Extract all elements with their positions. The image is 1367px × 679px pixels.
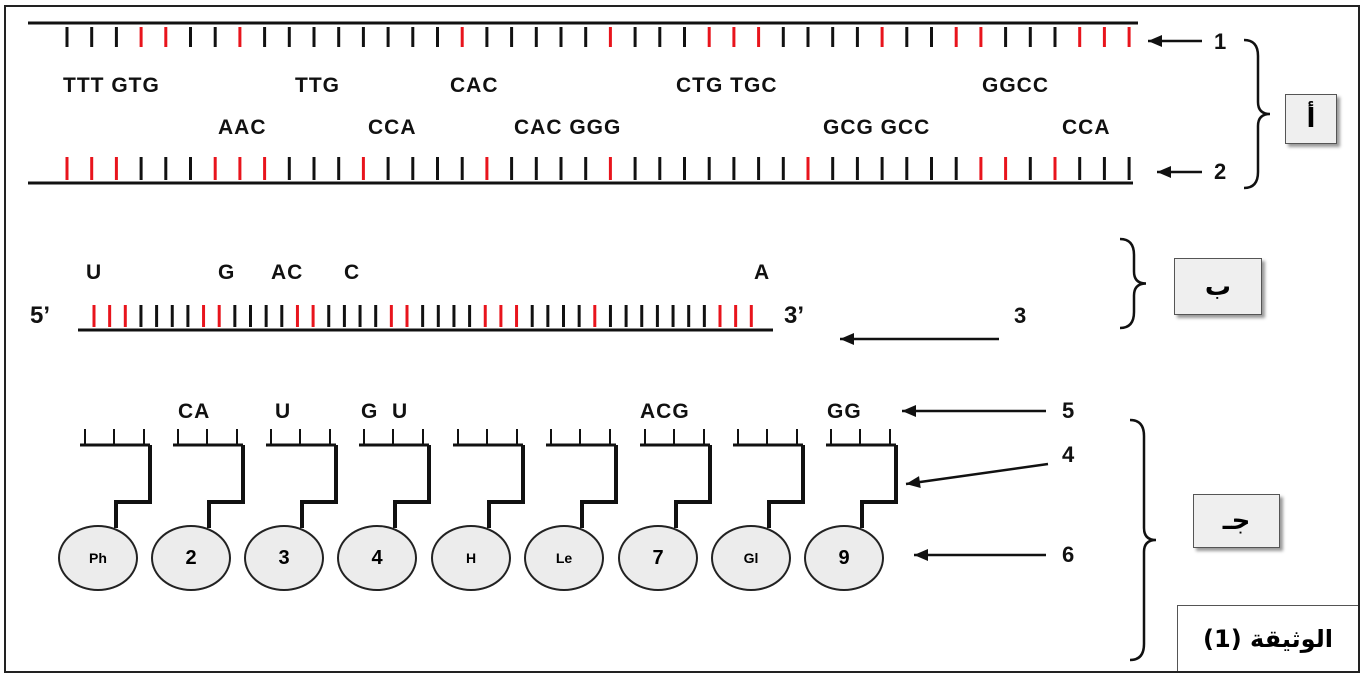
strand3-bases: C bbox=[344, 261, 361, 284]
five-prime-end: 5’ bbox=[30, 302, 51, 329]
strand1-arrow-head bbox=[1148, 35, 1162, 47]
anticodon: ACG bbox=[640, 400, 690, 423]
amino-acid-circle: H bbox=[431, 525, 511, 591]
amino-acid-label: H bbox=[465, 550, 477, 566]
strand2-number: 2 bbox=[1214, 159, 1227, 184]
amino-acid-label: Gl bbox=[743, 550, 759, 566]
amino-acid-circle: Gl bbox=[711, 525, 791, 591]
strand2-bases: AAC bbox=[218, 116, 267, 139]
trna-arrow-shaft bbox=[905, 462, 1049, 486]
trna-arrow-head bbox=[906, 476, 921, 488]
trna-stem bbox=[767, 445, 805, 528]
strand1-bases: TTT GTG bbox=[63, 74, 160, 97]
part-c-label: جـ bbox=[1193, 494, 1280, 548]
document-label: الوثيقة (1) bbox=[1177, 605, 1358, 671]
amino-acid-circle: 2 bbox=[151, 525, 231, 591]
strand3-bases: AC bbox=[271, 261, 304, 284]
trna-stem bbox=[207, 445, 245, 528]
trna-stem bbox=[674, 445, 712, 528]
amino-acid-number: 6 bbox=[1062, 542, 1075, 567]
trna-number: 4 bbox=[1062, 442, 1075, 467]
trna-stem bbox=[114, 445, 152, 528]
figure-frame bbox=[4, 5, 1360, 673]
strand3-bases: U bbox=[86, 261, 103, 284]
strand1-bases: CTG TGC bbox=[676, 74, 778, 97]
strand3-number: 3 bbox=[1014, 303, 1027, 328]
part-b-brace bbox=[1119, 237, 1147, 330]
anticodon: G U bbox=[361, 400, 409, 423]
amino-acid-circle: 9 bbox=[804, 525, 884, 591]
strand2-bases: GCG GCC bbox=[823, 116, 931, 139]
trna-stem bbox=[487, 445, 525, 528]
part-b-label: ب bbox=[1174, 258, 1262, 315]
amino-acid-label: 7 bbox=[652, 546, 664, 569]
amino-acid-label: 9 bbox=[838, 546, 850, 569]
trna-stem bbox=[393, 445, 431, 528]
strand3-arrow-head bbox=[840, 333, 854, 345]
amino-acid-circle: 7 bbox=[618, 525, 698, 591]
trna-stem bbox=[580, 445, 618, 528]
part-a-brace bbox=[1243, 38, 1271, 190]
amino-acid-label: Le bbox=[555, 550, 573, 566]
part-a-label: أ bbox=[1285, 94, 1337, 144]
strand1-number: 1 bbox=[1214, 29, 1227, 54]
amino-acid-circle: 3 bbox=[244, 525, 324, 591]
strand2-bases: CCA bbox=[1062, 116, 1111, 139]
strand3-bases: A bbox=[754, 261, 771, 284]
strand2-bases: CCA bbox=[368, 116, 417, 139]
amino-acid-label: Ph bbox=[89, 550, 107, 566]
trna-stem bbox=[300, 445, 338, 528]
three-prime-end: 3’ bbox=[784, 302, 805, 329]
strand3-bases: G bbox=[218, 261, 236, 284]
amino-acid-circle: 4 bbox=[337, 525, 417, 591]
anticodon-number: 5 bbox=[1062, 398, 1075, 423]
strand2-bases: CAC GGG bbox=[514, 116, 622, 139]
strand1-bases: GGCC bbox=[982, 74, 1049, 97]
amino-acid-arrow-head bbox=[914, 549, 928, 561]
amino-acid-label: 3 bbox=[278, 546, 290, 569]
part-c-brace bbox=[1129, 418, 1157, 662]
amino-acid-label: 4 bbox=[371, 546, 383, 569]
anticodon: GG bbox=[827, 400, 862, 423]
amino-acid-circle: Ph bbox=[58, 525, 138, 591]
strand1-bases: CAC bbox=[450, 74, 499, 97]
anticodon: U bbox=[275, 400, 292, 423]
amino-acid-circle: Le bbox=[524, 525, 604, 591]
anticodon-arrow-head bbox=[902, 405, 916, 417]
trna-stem bbox=[860, 445, 898, 528]
strand1-bases: TTG bbox=[295, 74, 340, 97]
anticodon: CA bbox=[178, 400, 211, 423]
amino-acid-label: 2 bbox=[185, 546, 197, 569]
strand2-arrow-head bbox=[1157, 166, 1171, 178]
